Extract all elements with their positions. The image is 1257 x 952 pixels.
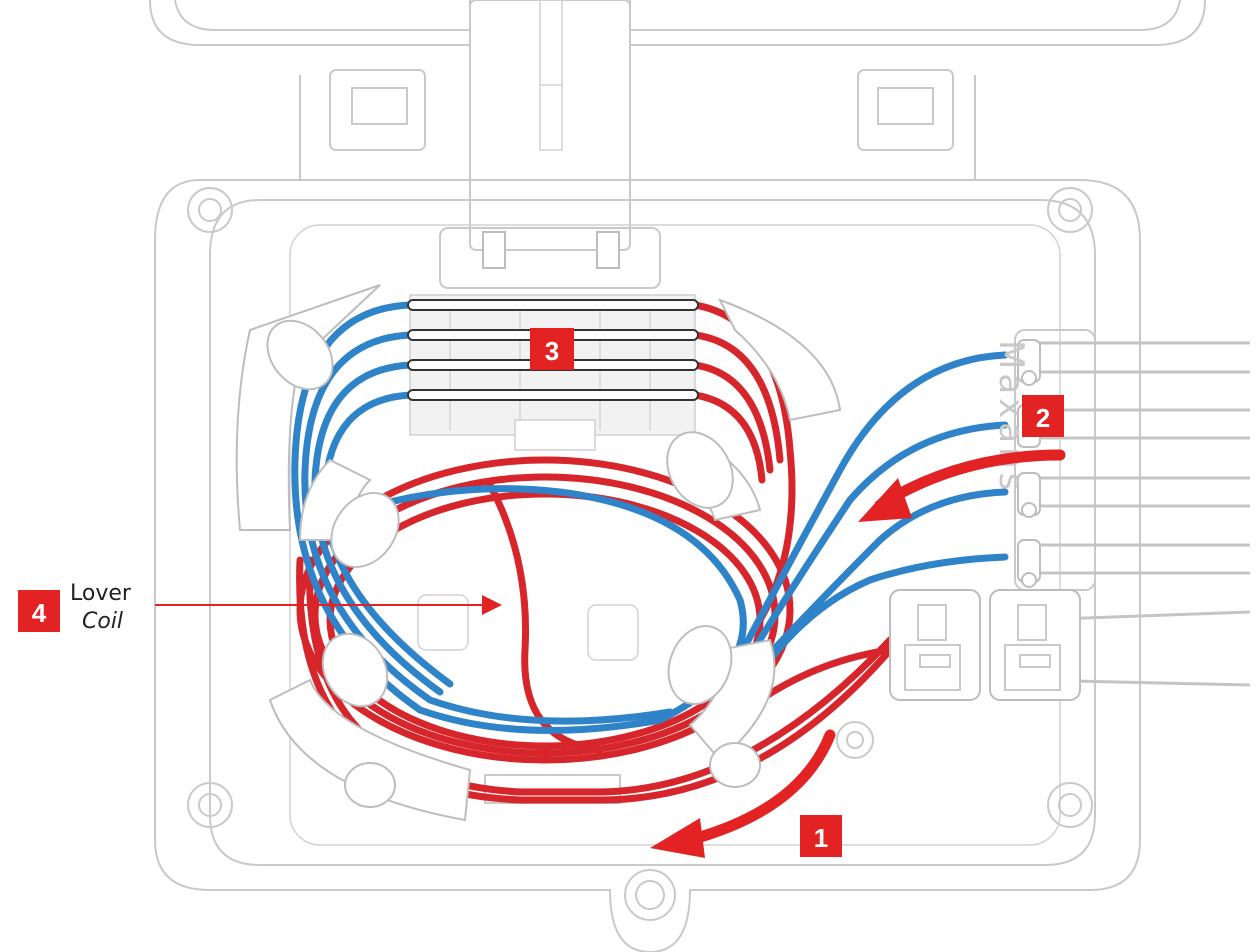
callout-4-label-line2: Coil: [82, 609, 123, 634]
callout-badge-2: 2: [1022, 395, 1064, 437]
callout-number-4: 4: [32, 598, 47, 628]
flow-arrow-icon: [858, 449, 1066, 522]
wire-guides: [235, 284, 842, 822]
callout-badge-1: 1: [800, 815, 842, 857]
spool-comb: [409, 294, 696, 451]
flow-arrow-icon: [650, 729, 836, 858]
callout-number-2: 2: [1036, 403, 1050, 433]
callout-number-1: 1: [814, 823, 828, 853]
spool-clips: [407, 299, 699, 401]
callout-4-label-line1: Lover: [70, 581, 132, 606]
cable-terminals: [889, 329, 1251, 701]
callout-badge-4: 4: [18, 590, 60, 632]
callout-number-3: 3: [545, 336, 559, 366]
callout-badge-3: 3: [530, 328, 574, 370]
